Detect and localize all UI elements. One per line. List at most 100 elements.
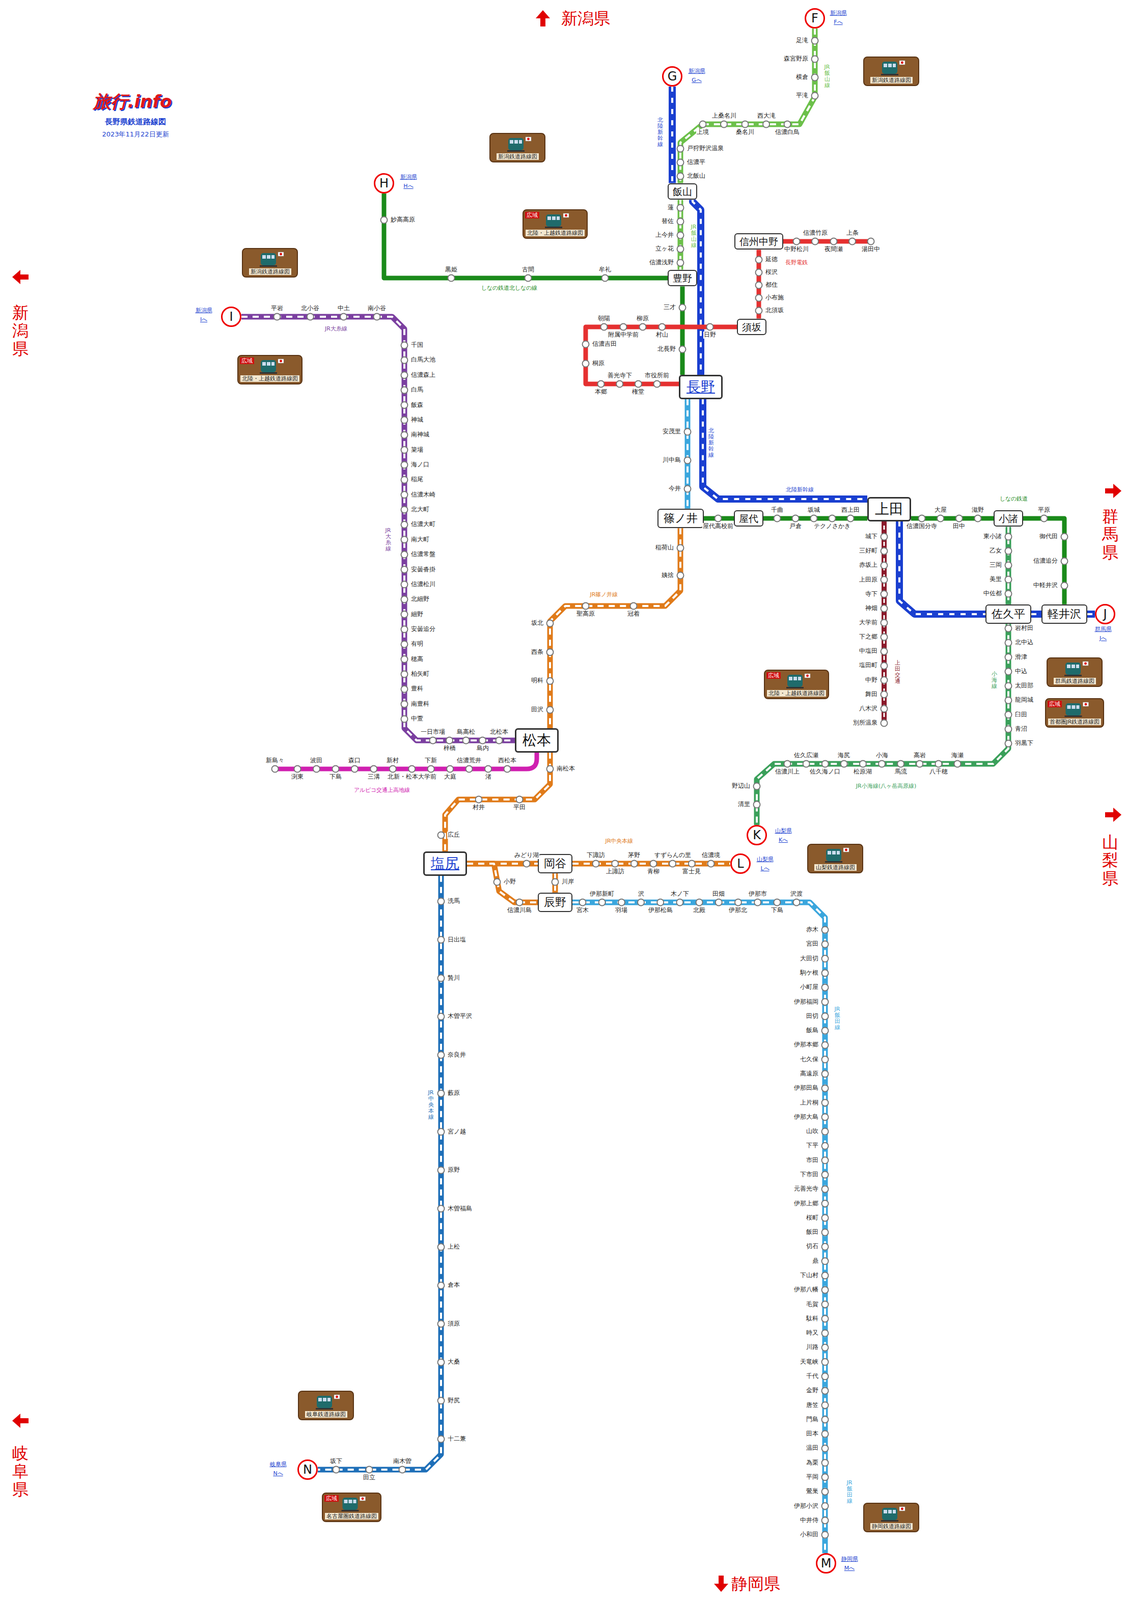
region-tag: 広域 <box>525 211 540 219</box>
station-dot <box>1061 582 1068 590</box>
station-dot <box>753 801 761 809</box>
station-dot <box>881 676 888 684</box>
station-name: 上今井 <box>654 231 675 239</box>
station-name: 上田原 <box>858 576 878 584</box>
station-dot <box>1005 590 1012 598</box>
station-name: 小野 <box>503 878 517 886</box>
station-name: 大学前 <box>858 619 878 627</box>
map-link: Kへ <box>778 837 789 844</box>
station-name: 沢 <box>637 890 645 898</box>
station-dot <box>401 461 408 469</box>
station-dot <box>774 515 781 523</box>
station-name: 滋野 <box>971 506 985 514</box>
station-dot <box>401 551 408 559</box>
station-dot <box>821 984 829 992</box>
station-dot <box>484 765 492 773</box>
station-name: 信濃常盤 <box>410 551 436 559</box>
station-name: 中佐都 <box>982 590 1003 598</box>
update-date: 2023年11月22日更新 <box>101 130 170 139</box>
station-dot <box>821 926 829 934</box>
station-name: 横倉 <box>795 73 809 81</box>
station-dot <box>916 760 923 768</box>
station-dot <box>401 685 408 693</box>
rail-stroke <box>1005 526 1012 604</box>
station-dot <box>679 304 686 312</box>
station-dot <box>1005 533 1012 541</box>
train-icon <box>808 845 863 865</box>
rail-line <box>899 521 986 615</box>
station-name: 山吹 <box>805 1128 819 1136</box>
station-box: 松本 <box>514 728 559 753</box>
rail-stroke <box>572 902 826 1554</box>
station-name: 渚 <box>484 773 492 781</box>
station-dot <box>918 515 926 523</box>
station-name: 海瀬 <box>950 752 965 760</box>
station-name: 都住 <box>764 281 779 289</box>
station-dot <box>546 648 554 656</box>
station-dot <box>859 760 867 768</box>
station-name: 大屋 <box>934 506 948 514</box>
station-dot <box>597 380 605 388</box>
station-dot <box>437 1282 445 1289</box>
station-box: 軽井沢 <box>1041 604 1088 624</box>
rail-stroke <box>1031 610 1042 618</box>
station-dot <box>881 562 888 569</box>
station-dot <box>366 1466 373 1474</box>
rail-line <box>550 528 681 729</box>
station-name: 伊那市 <box>748 890 768 898</box>
station-name: 伊那小沢 <box>793 1502 819 1510</box>
station-name: 簗場 <box>410 446 424 454</box>
station-dot <box>679 346 686 353</box>
station-dot <box>401 625 408 633</box>
station-dot <box>401 611 408 618</box>
station-dot <box>401 446 408 454</box>
connection-circle: G <box>662 66 683 87</box>
rail-stroke <box>671 86 674 184</box>
station-name: 上諏訪 <box>605 868 625 876</box>
station-name: 平滝 <box>795 92 809 100</box>
connection-circle: N <box>297 1459 318 1480</box>
station-name: 西松本 <box>497 757 517 765</box>
station-name: 西条 <box>530 648 544 656</box>
train-icon <box>1047 659 1102 678</box>
rail-line <box>572 902 826 1554</box>
station-name: 八千穂 <box>928 768 949 776</box>
station-name: 松原湖 <box>853 768 873 776</box>
station-dot <box>699 121 707 128</box>
station-name: 唐笠 <box>805 1402 819 1410</box>
station-dot <box>755 282 763 289</box>
rail-stroke <box>467 863 538 903</box>
connection-circle: K <box>746 825 767 846</box>
station-dot <box>821 1113 829 1121</box>
station-name: 宮田 <box>805 940 819 948</box>
station-dot <box>271 765 279 773</box>
station-dot <box>829 515 836 523</box>
map-link-badge: 広域北陸・上越鉄道路線図 <box>522 209 588 239</box>
station-dot <box>1005 711 1012 719</box>
station-name: 沢渡 <box>789 890 804 898</box>
rail-stroke <box>756 623 1009 826</box>
station-name: 羽場 <box>614 907 628 915</box>
region-tag: 広域 <box>324 1495 339 1502</box>
station-name: 龍岡城 <box>1014 696 1034 704</box>
station-name: 柳原 <box>636 315 650 323</box>
station-name: 飯島 <box>805 1027 819 1035</box>
node-text: N <box>303 1462 313 1478</box>
station-dot <box>523 860 531 868</box>
station-name: 中野松川 <box>783 245 810 254</box>
rail-line <box>756 623 1009 826</box>
station-dot <box>821 1171 829 1178</box>
connection-circle: L <box>730 853 751 874</box>
station-dot <box>427 765 435 773</box>
map-title: 長野県鉄道路線図 <box>104 117 167 127</box>
map-link-badge: 新潟鉄道路線図 <box>241 248 298 278</box>
station-name: 木曽福島 <box>447 1205 473 1213</box>
station-name: 上松 <box>447 1243 461 1251</box>
station-name: 門島 <box>805 1416 819 1424</box>
station-box: 小諸 <box>993 510 1024 528</box>
station-dot <box>954 760 961 768</box>
map-link-badge: 岐阜鉄道路線図 <box>297 1390 354 1421</box>
station-name: 信濃吉田 <box>591 340 618 348</box>
station-name: 権堂 <box>631 388 645 396</box>
line-name: JR中央本線 <box>427 1089 435 1121</box>
